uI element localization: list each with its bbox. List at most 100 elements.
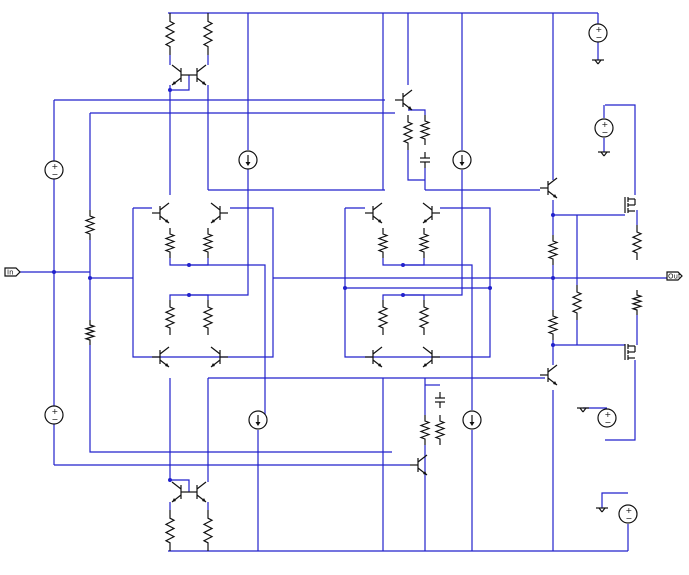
ground-icon	[592, 59, 604, 65]
bias-current-source-3	[452, 150, 472, 170]
diff-pair-right-2	[422, 202, 440, 224]
output-resistor-2	[547, 310, 559, 340]
diff-pair-left-4	[210, 346, 228, 368]
vas-resistor-2	[419, 115, 431, 145]
output-mosfet-bottom	[624, 344, 636, 360]
output-resistor-1	[547, 235, 559, 265]
emitter-resistor-1	[164, 228, 176, 258]
wire	[189, 264, 266, 415]
wire	[344, 207, 491, 358]
minus-sign: −	[605, 418, 612, 427]
vas-resistor-3	[419, 415, 431, 445]
wires	[20, 12, 668, 552]
wire	[408, 109, 426, 115]
bias-bottom	[89, 345, 392, 453]
diff-pair-left-1	[152, 202, 170, 224]
diff-pair-right-3	[365, 346, 383, 368]
plus-sign: +	[52, 162, 59, 171]
output-port[interactable]: Out	[666, 271, 683, 281]
positive-supply: +−	[588, 23, 608, 43]
mirror-resistor-2	[202, 13, 214, 55]
vas-resistor-1	[402, 115, 414, 150]
output-transistor-top	[540, 177, 558, 199]
ground-icon	[596, 507, 608, 513]
mirror-resistor-1	[164, 13, 176, 55]
output-mosfet-top	[624, 197, 636, 213]
ports: In Out	[4, 267, 683, 281]
mirror-resistor-4	[202, 510, 214, 551]
plus-sign: +	[626, 506, 633, 515]
vas-capacitor-1	[420, 152, 430, 168]
input-port-label: In	[7, 269, 14, 277]
junction-dot	[52, 270, 56, 274]
diff-pair-right-1	[365, 202, 383, 224]
bias-resistor-top	[84, 210, 96, 240]
mirror-transistor-3	[171, 481, 189, 503]
ground-icon	[598, 151, 610, 157]
gate-bias-supply-bottom: +−	[597, 408, 617, 428]
plus-sign: +	[605, 410, 612, 419]
output-resistor-4	[631, 225, 643, 260]
mirror-transistor-2	[189, 64, 207, 86]
emitter-resistor-6	[418, 228, 430, 258]
input-supply-bottom: +−	[44, 405, 64, 425]
emitter-resistor-8	[418, 300, 430, 335]
diff-pair-left-3	[152, 346, 170, 368]
emitter-resistor-4	[202, 300, 214, 335]
gate-bias-supply-top: +−	[594, 118, 614, 138]
mirror-resistor-3	[164, 510, 176, 551]
junction-dot	[168, 478, 172, 482]
minus-sign: −	[602, 128, 609, 137]
wire	[170, 75, 190, 91]
plus-sign: +	[602, 120, 609, 129]
minus-sign: −	[52, 170, 59, 179]
junction-dot	[401, 263, 405, 267]
wire	[403, 264, 473, 410]
output-transistor-bottom	[540, 364, 558, 386]
wire	[189, 160, 249, 296]
output-port-label: Out	[668, 273, 681, 281]
vas-transistor-bottom	[410, 454, 428, 476]
junction-dot	[551, 276, 555, 280]
wire	[403, 170, 463, 296]
bias-current-source-1	[238, 150, 258, 170]
input-supply-top: +−	[44, 160, 64, 180]
output-resistor-5	[630, 290, 644, 315]
vas-transistor-top	[395, 89, 413, 111]
plus-sign: +	[596, 25, 603, 34]
bias-current-source-4	[462, 410, 482, 430]
vas-capacitor-2	[435, 392, 445, 408]
junction-dot	[168, 88, 172, 92]
bias-current-source-2	[248, 410, 268, 430]
emitter-resistor-3	[164, 300, 176, 335]
negative-supply: +−	[618, 504, 638, 524]
wire	[605, 104, 636, 195]
mirror-transistor-4	[189, 481, 207, 503]
wire	[407, 150, 425, 181]
junction-dot	[551, 213, 555, 217]
junction-dot	[551, 343, 555, 347]
minus-sign: −	[52, 415, 59, 424]
wire	[170, 479, 190, 492]
wire	[601, 492, 628, 508]
wire	[605, 360, 636, 441]
input-port[interactable]: In	[4, 267, 21, 277]
mirror-transistor-1	[171, 64, 189, 86]
plus-sign: +	[52, 407, 59, 416]
junction-dot	[187, 293, 191, 297]
ground-icon	[577, 407, 589, 413]
components: +−+−+−+−+−+−	[44, 13, 644, 551]
minus-sign: −	[596, 33, 603, 42]
vas-resistor-4	[434, 415, 446, 445]
wire	[132, 207, 274, 358]
emitter-resistor-7	[377, 300, 389, 335]
emitter-resistor-5	[377, 228, 389, 258]
output-resistor-3	[571, 285, 583, 320]
emitter-resistor-2	[202, 228, 214, 258]
junction-dot	[187, 263, 191, 267]
diff-pair-left-2	[210, 202, 228, 224]
diff-pair-right-4	[422, 346, 440, 368]
bias-resistor-bottom	[83, 320, 97, 345]
